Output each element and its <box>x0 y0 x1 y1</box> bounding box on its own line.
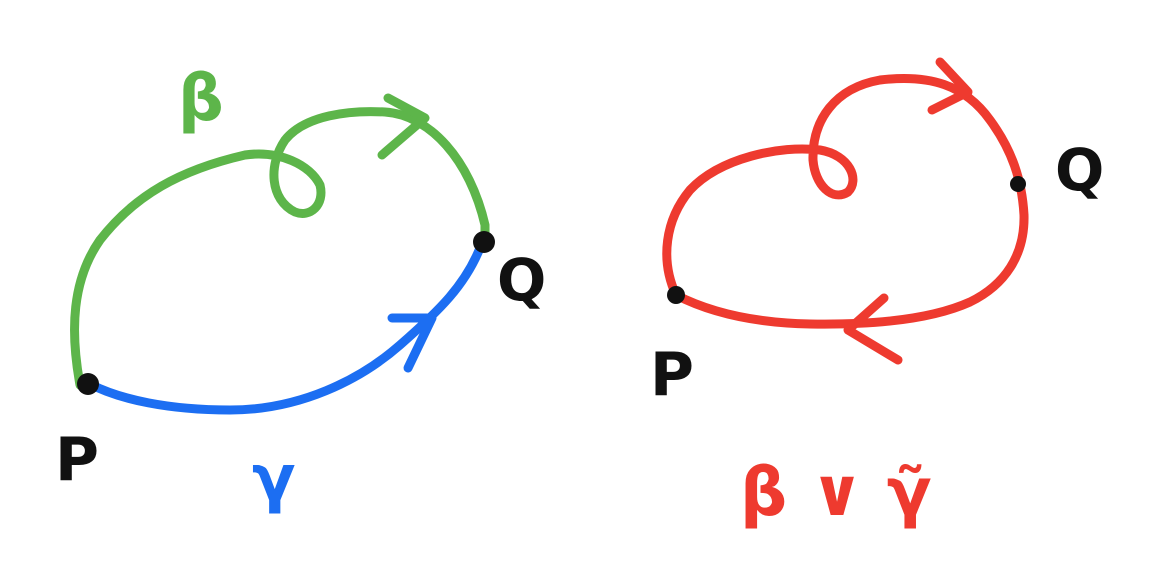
gamma-arrowhead <box>387 313 437 373</box>
point-p-dot <box>667 286 685 304</box>
point-q-label: Q <box>1055 136 1104 204</box>
right-figure: P Q β ∨ γ̃ <box>650 57 1104 531</box>
point-p-dot <box>77 373 99 395</box>
point-q-label: Q <box>497 246 546 314</box>
beta-path <box>70 107 490 390</box>
composite-path <box>662 73 1029 329</box>
beta-arrowhead <box>377 93 430 160</box>
composite-arrowhead-top <box>927 57 973 115</box>
point-p-label: P <box>55 425 99 495</box>
left-figure: β γ P Q <box>55 62 546 516</box>
point-q-dot <box>1010 176 1026 192</box>
composite-arrowhead-bottom <box>843 293 903 365</box>
gamma-path <box>83 243 485 415</box>
beta-label: β <box>178 62 224 136</box>
point-q-dot <box>473 231 495 253</box>
point-p-label: P <box>650 340 694 410</box>
composite-label: β ∨ γ̃ <box>740 454 932 531</box>
gamma-label: γ <box>252 442 296 516</box>
